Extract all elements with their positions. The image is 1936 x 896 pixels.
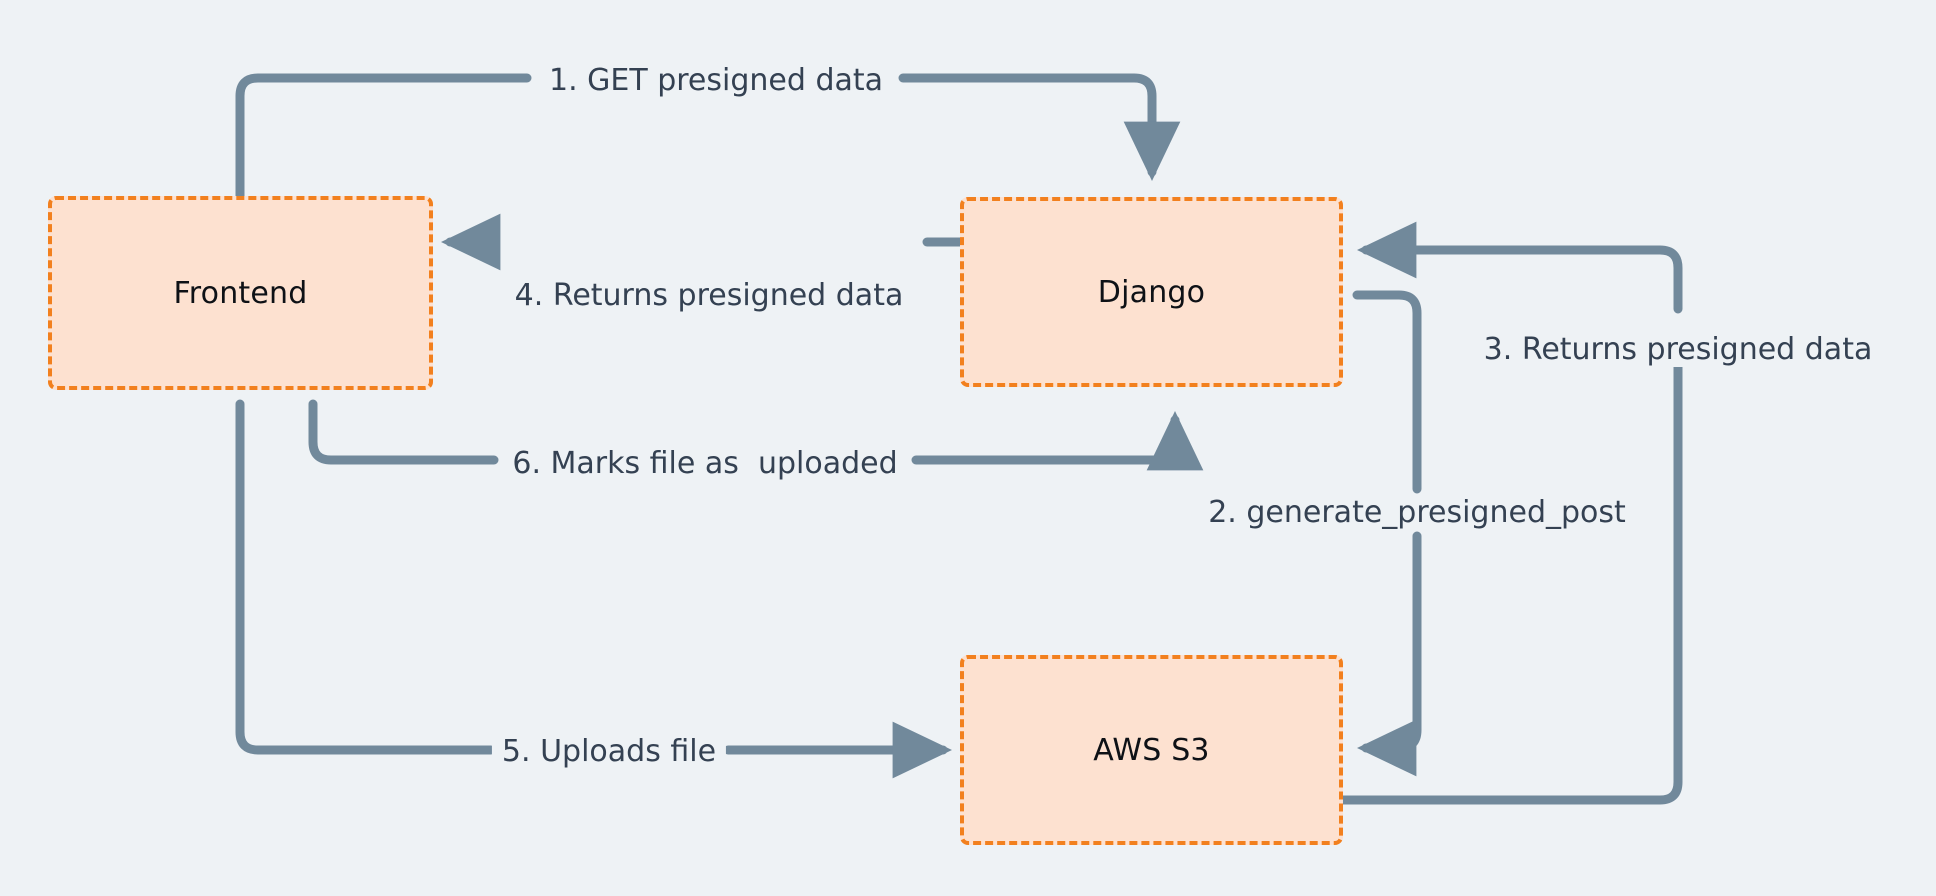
edge-step5	[235, 399, 953, 779]
node-django[interactable]: Django	[960, 197, 1343, 387]
node-django-label: Django	[1097, 274, 1206, 310]
node-frontend-label: Frontend	[173, 275, 308, 311]
edge-step3	[1338, 221, 1683, 805]
edge-label-step4: 4. Returns presigned data	[504, 279, 914, 313]
edge-label-step2: 2. generate_presigned_post	[1198, 496, 1636, 530]
node-frontend[interactable]: Frontend	[48, 196, 433, 390]
node-s3[interactable]: AWS S3	[960, 655, 1343, 845]
node-s3-label: AWS S3	[1093, 732, 1210, 768]
edge-step1	[235, 73, 1181, 201]
edge-step6	[308, 399, 1204, 471]
edge-label-step6: 6. Marks file as uploaded	[502, 447, 908, 481]
edge-label-step5: 5. Uploads file	[491, 735, 727, 769]
edge-label-step3: 3. Returns presigned data	[1473, 333, 1883, 367]
edge-step2	[1352, 290, 1422, 777]
edge-label-step1: 1. GET presigned data	[538, 64, 894, 98]
